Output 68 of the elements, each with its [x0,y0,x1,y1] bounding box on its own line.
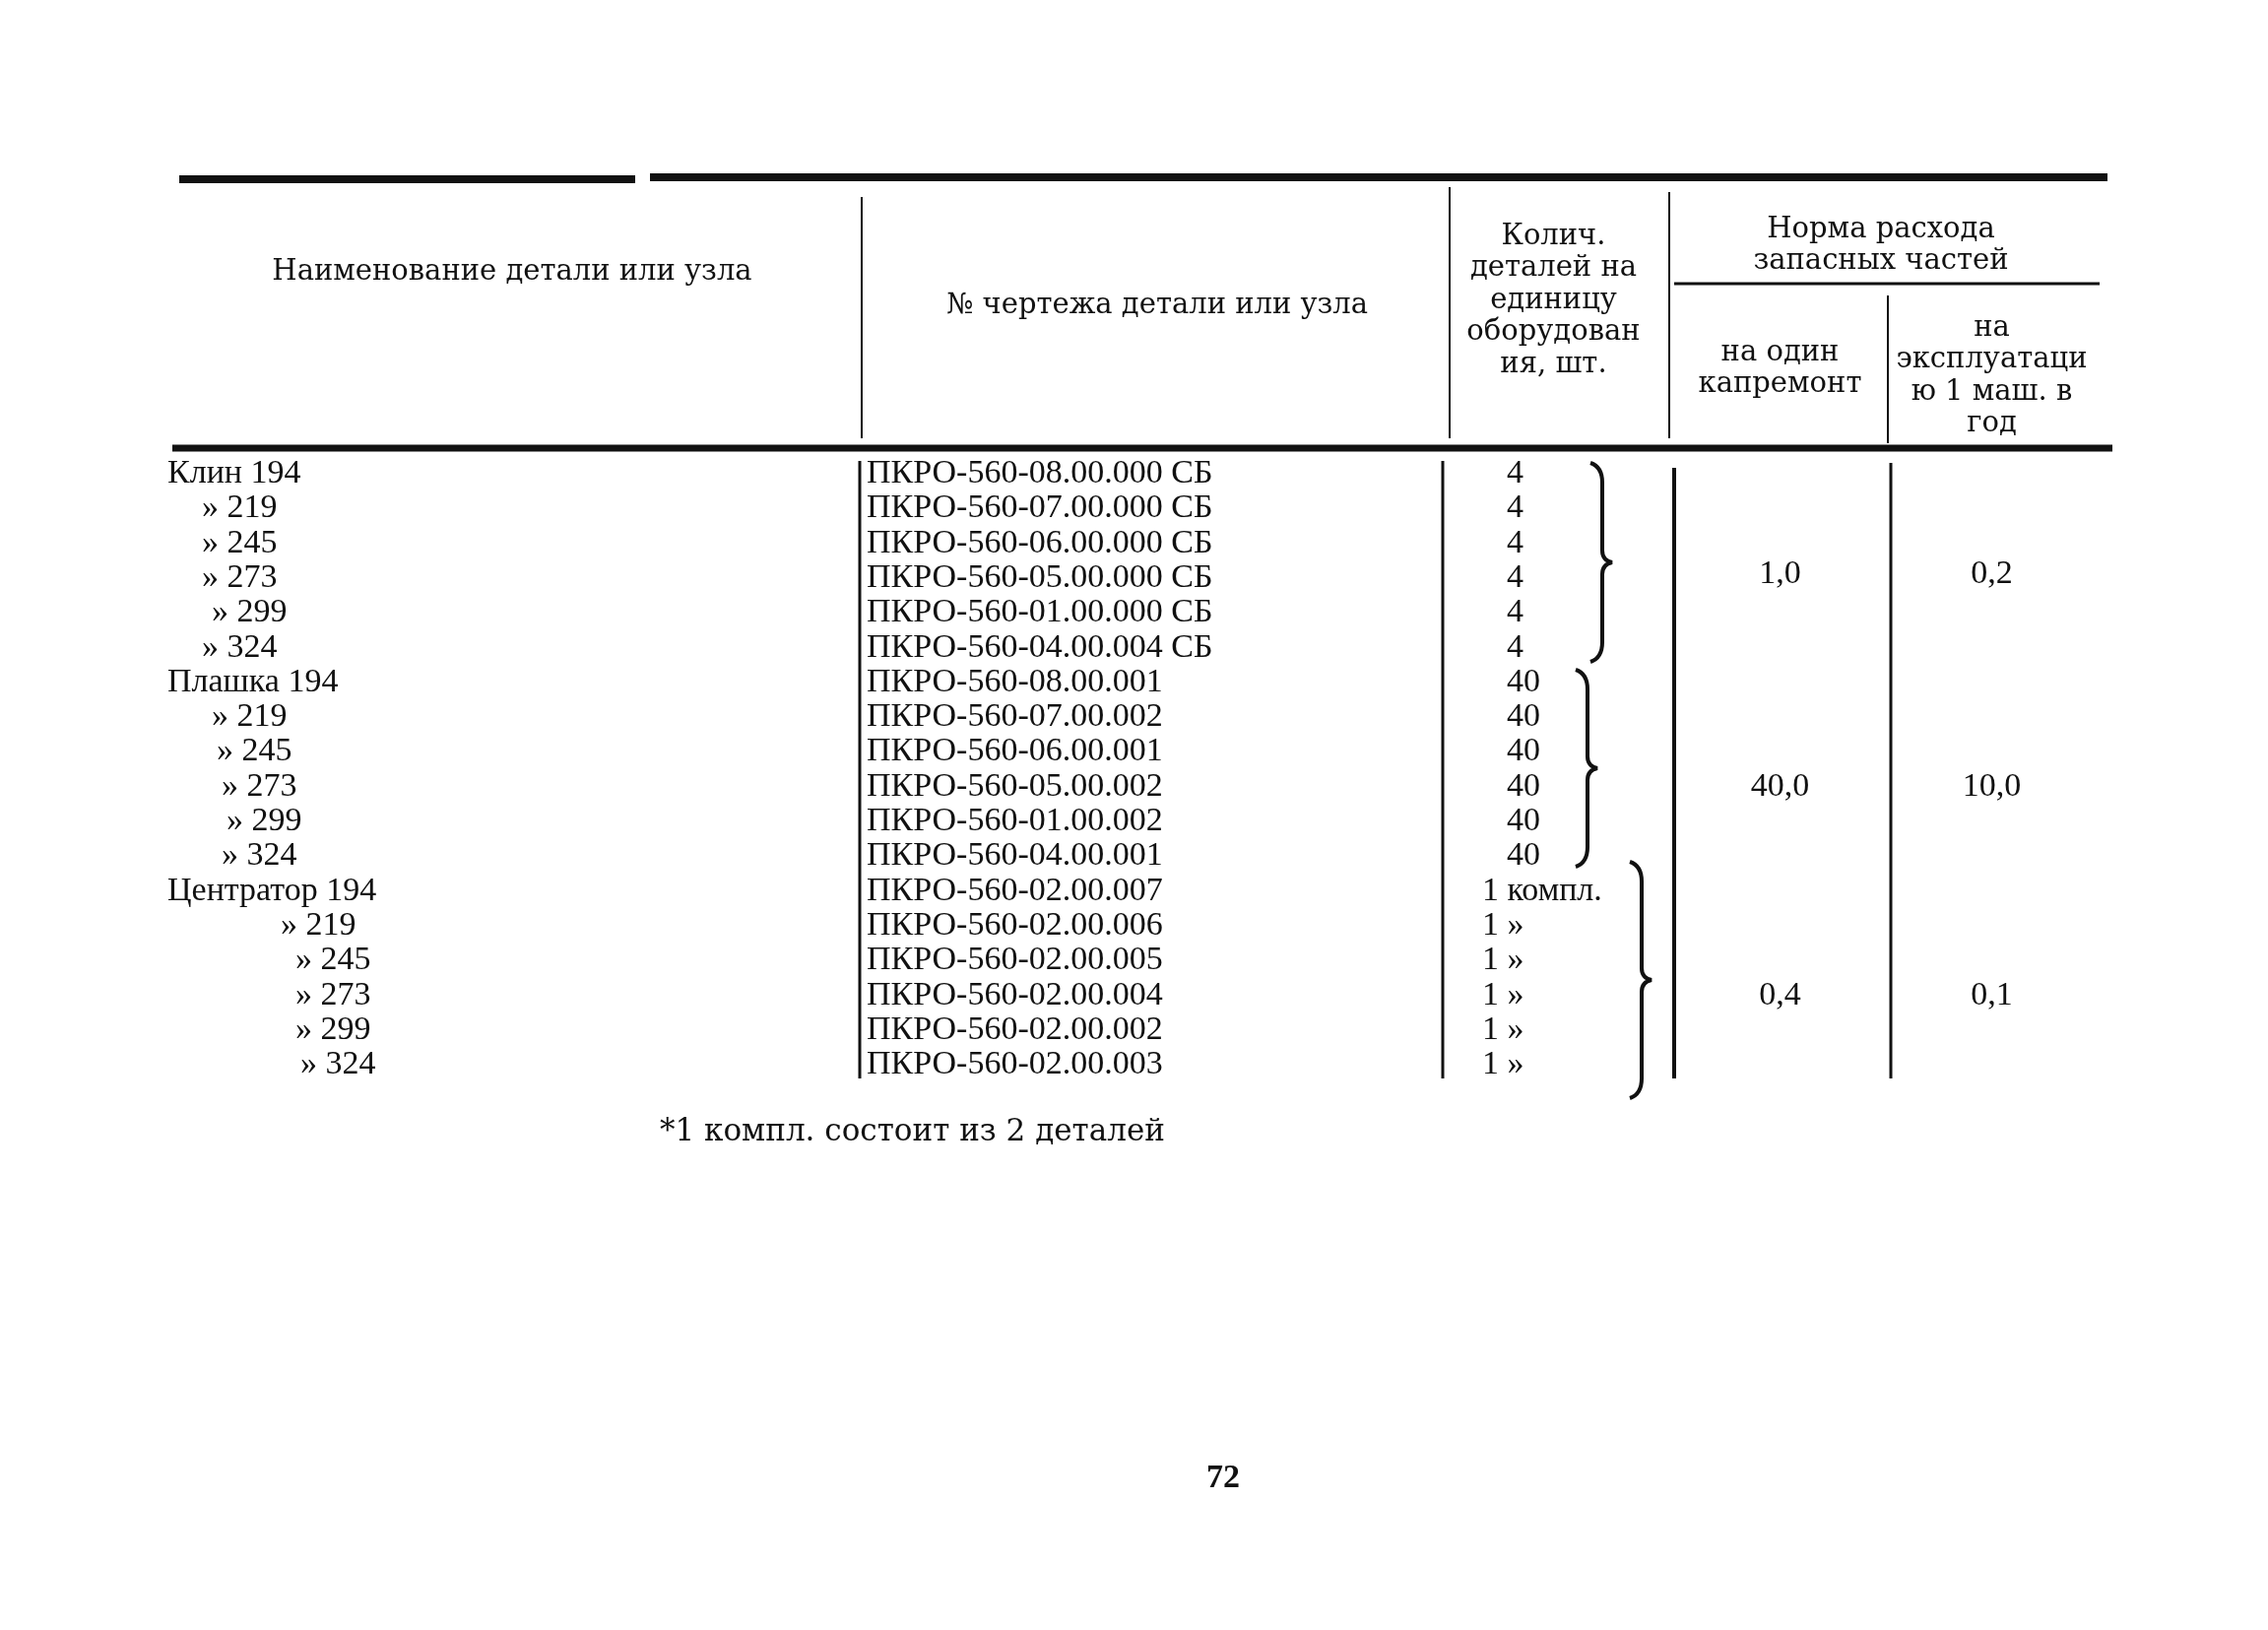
part-name: Центратор 194 [167,872,377,906]
norm-value: 0,4 [1758,976,1802,1011]
quantity: 40 [1507,733,1540,767]
quantity: 4 [1507,455,1523,489]
part-name: » 219 [202,489,278,524]
drawing-number: ПКРО-560-06.00.001 [867,733,1163,767]
quantity: 1 » [1482,976,1524,1011]
page-number: 72 [1206,1460,1240,1493]
quantity: 1 » [1482,1046,1524,1080]
part-name: » 273 [202,558,278,593]
quantity: 1 компл. [1482,872,1602,906]
quantity: 40 [1507,767,1540,802]
quantity: 4 [1507,489,1523,524]
part-name: » 245 [217,733,292,767]
drawing-number: ПКРО-560-04.00.004 СБ [867,628,1213,663]
drawing-number: ПКРО-560-08.00.001 [867,663,1163,697]
drawing-number: ПКРО-560-02.00.006 [867,906,1163,941]
part-name: » 245 [295,942,371,976]
drawing-number: ПКРО-560-02.00.005 [867,942,1163,976]
drawing-number: ПКРО-560-02.00.004 [867,976,1163,1011]
part-name: » 324 [222,837,297,872]
column-header: на эксплуатацию 1 маш. в год [1896,310,2088,438]
part-name: » 324 [300,1046,376,1080]
drawing-number: ПКРО-560-01.00.002 [867,803,1163,836]
part-name: » 299 [295,1011,371,1045]
drawing-number: ПКРО-560-08.00.000 СБ [867,455,1213,489]
drawing-number: ПКРО-560-02.00.007 [867,872,1163,906]
column-header: на один капремонт [1697,335,1863,399]
column-header: Колич. деталей на единицу оборудования, шт. [1465,219,1642,379]
quantity: 4 [1507,524,1523,558]
part-name: » 324 [202,628,278,663]
quantity: 4 [1507,594,1523,628]
quantity: 40 [1507,837,1540,872]
part-name: Клин 194 [167,455,301,489]
norm-value: 10,0 [1961,767,2023,802]
part-name: Плашка 194 [167,663,339,697]
column-header: Наименование детали или узла [271,254,753,287]
drawing-number: ПКРО-560-01.00.000 СБ [867,594,1213,628]
column-header: Норма расхода запасных частей [1752,212,2010,276]
quantity: 1 » [1482,1011,1524,1045]
quantity: 40 [1507,803,1540,836]
drawing-number: ПКРО-560-05.00.000 СБ [867,558,1213,593]
column-header: № чертежа детали или узла [944,288,1370,320]
part-name: » 273 [295,976,371,1011]
norm-value: 40,0 [1749,767,1811,802]
norm-value: 1,0 [1758,554,1802,589]
quantity: 40 [1507,663,1540,697]
quantity: 4 [1507,558,1523,593]
drawing-number: ПКРО-560-07.00.000 СБ [867,489,1213,524]
norm-value: 0,2 [1970,554,2014,589]
drawing-number: ПКРО-560-02.00.002 [867,1011,1163,1045]
drawing-number: ПКРО-560-06.00.000 СБ [867,524,1213,558]
quantity: 1 » [1482,942,1524,976]
part-name: » 299 [212,594,288,628]
drawing-number: ПКРО-560-05.00.002 [867,767,1163,802]
part-name: » 245 [202,524,278,558]
part-name: » 219 [281,906,356,941]
quantity: 40 [1507,698,1540,733]
quantity: 4 [1507,628,1523,663]
norm-value: 0,1 [1970,976,2014,1011]
drawing-number: ПКРО-560-02.00.003 [867,1046,1163,1080]
part-name: » 273 [222,767,297,802]
quantity: 1 » [1482,906,1524,941]
part-name: » 219 [212,698,288,733]
footnote: *1 компл. состоит из 2 деталей [660,1115,1165,1145]
drawing-number: ПКРО-560-07.00.002 [867,698,1163,733]
part-name: » 299 [227,803,302,836]
drawing-number: ПКРО-560-04.00.001 [867,837,1163,872]
